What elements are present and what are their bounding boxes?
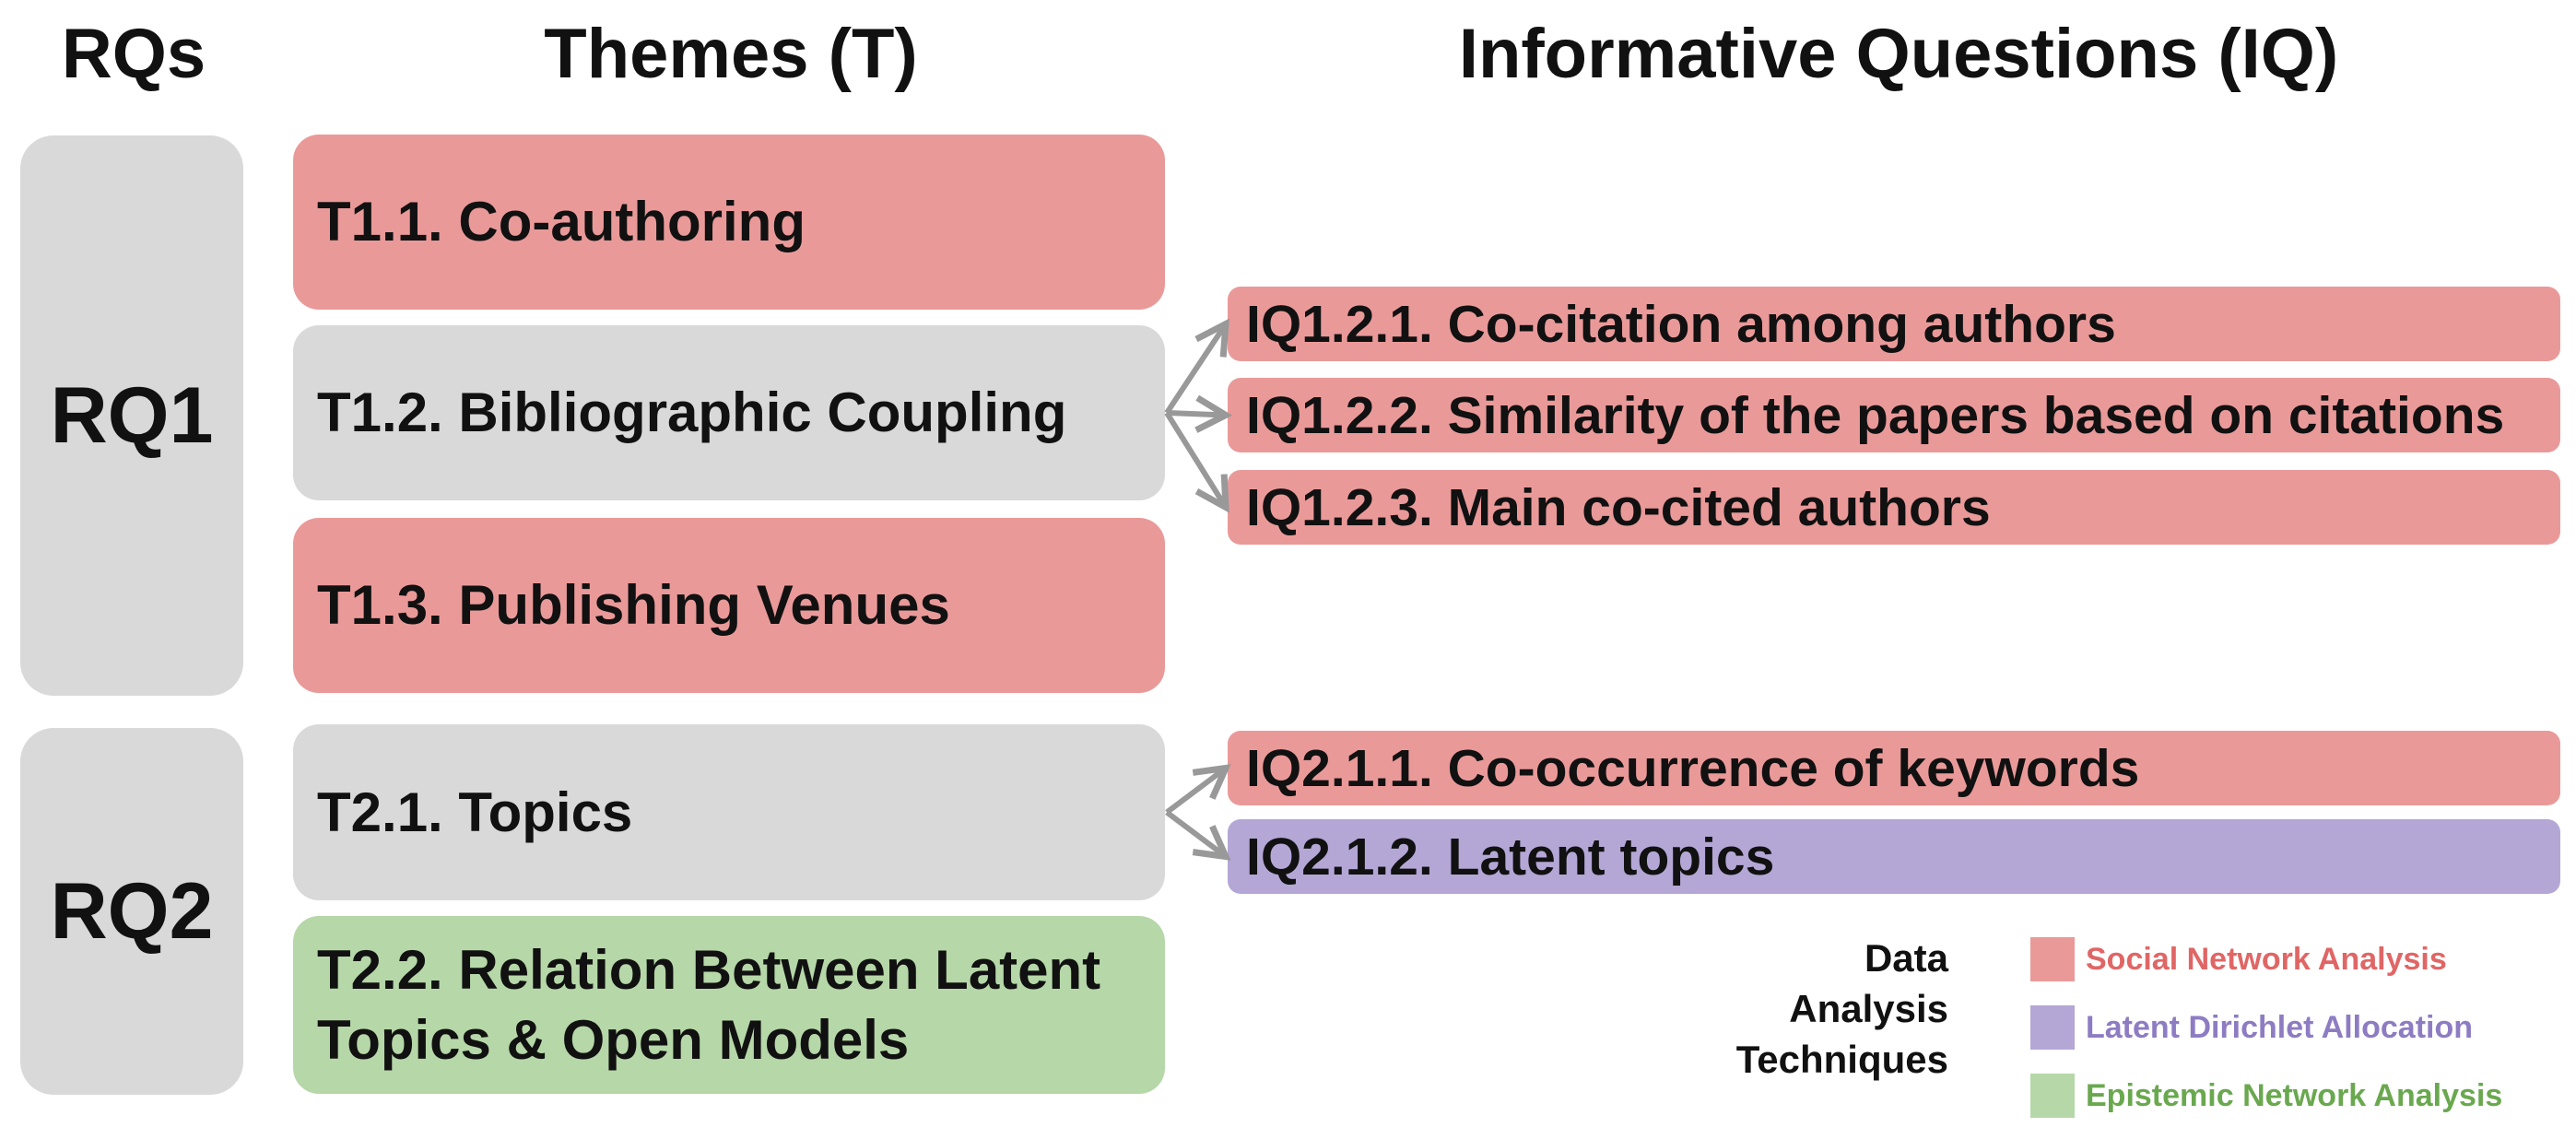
iq-label: IQ1.2.2. Similarity of the papers based … bbox=[1246, 385, 2505, 445]
themes-column-header: Themes (T) bbox=[544, 15, 918, 93]
legend-swatch-ena bbox=[2030, 1074, 2075, 1118]
theme-box-co-authoring: T1.1. Co-authoring bbox=[293, 135, 1165, 310]
iq-label: IQ1.2.3. Main co-cited authors bbox=[1246, 477, 1991, 537]
iq-label: IQ2.1.1. Co-occurrence of keywords bbox=[1246, 738, 2140, 798]
theme-box-bibliographic-coupling: T1.2. Bibliographic Coupling bbox=[293, 325, 1165, 500]
theme-label: T1.2. Bibliographic Coupling bbox=[317, 382, 1067, 443]
legend-item-latent-dirichlet-allocation: Latent Dirichlet Allocation bbox=[2030, 1004, 2473, 1051]
connector-arrow bbox=[1165, 769, 1226, 815]
theme-box-latent-topics-open-models: T2.2. Relation Between Latent Topics & O… bbox=[293, 916, 1165, 1094]
rq1-box: RQ1 bbox=[20, 135, 243, 696]
iq-box-co-citation: IQ1.2.1. Co-citation among authors bbox=[1228, 287, 2560, 361]
theme-label: T2.2. Relation Between Latent Topics & O… bbox=[317, 938, 1101, 1071]
legend-item-epistemic-network-analysis: Epistemic Network Analysis bbox=[2030, 1073, 2502, 1119]
iq-label: IQ2.1.2. Latent topics bbox=[1246, 827, 1775, 887]
connector-arrow bbox=[1164, 411, 1226, 508]
theme-box-topics: T2.1. Topics bbox=[293, 724, 1165, 900]
connector-arrow bbox=[1164, 324, 1226, 415]
iq-box-latent-topics: IQ2.1.2. Latent topics bbox=[1228, 819, 2560, 894]
theme-label: T2.1. Topics bbox=[317, 781, 633, 843]
legend-swatch-lda bbox=[2030, 1005, 2075, 1050]
theme-label: T1.1. Co-authoring bbox=[317, 191, 806, 252]
legend-label-lda: Latent Dirichlet Allocation bbox=[2086, 1009, 2474, 1045]
legend-label-ena: Epistemic Network Analysis bbox=[2086, 1077, 2503, 1113]
iq-box-keyword-co-occurrence: IQ2.1.1. Co-occurrence of keywords bbox=[1228, 731, 2560, 805]
legend-title: Data Analysis Techniques bbox=[1735, 936, 1948, 1081]
rq2-box: RQ2 bbox=[20, 728, 243, 1095]
rq1-label: RQ1 bbox=[50, 370, 214, 460]
informative-questions-column-header: Informative Questions (IQ) bbox=[1458, 15, 2339, 93]
theme-label: T1.3. Publishing Venues bbox=[317, 574, 950, 636]
connector-arrow bbox=[1166, 413, 1226, 416]
rqs-column-header: RQs bbox=[61, 15, 206, 93]
rq2-label: RQ2 bbox=[50, 866, 214, 956]
legend-swatch-sna bbox=[2030, 937, 2075, 981]
iq-box-co-cited-authors: IQ1.2.3. Main co-cited authors bbox=[1228, 470, 2560, 545]
legend-label-sna: Social Network Analysis bbox=[2086, 941, 2447, 977]
iq-label: IQ1.2.1. Co-citation among authors bbox=[1246, 294, 2116, 354]
connector-arrow bbox=[1165, 810, 1226, 857]
theme-box-publishing-venues: T1.3. Publishing Venues bbox=[293, 518, 1165, 693]
iq-box-paper-similarity: IQ1.2.2. Similarity of the papers based … bbox=[1228, 378, 2560, 452]
legend-item-social-network-analysis: Social Network Analysis bbox=[2030, 936, 2447, 982]
